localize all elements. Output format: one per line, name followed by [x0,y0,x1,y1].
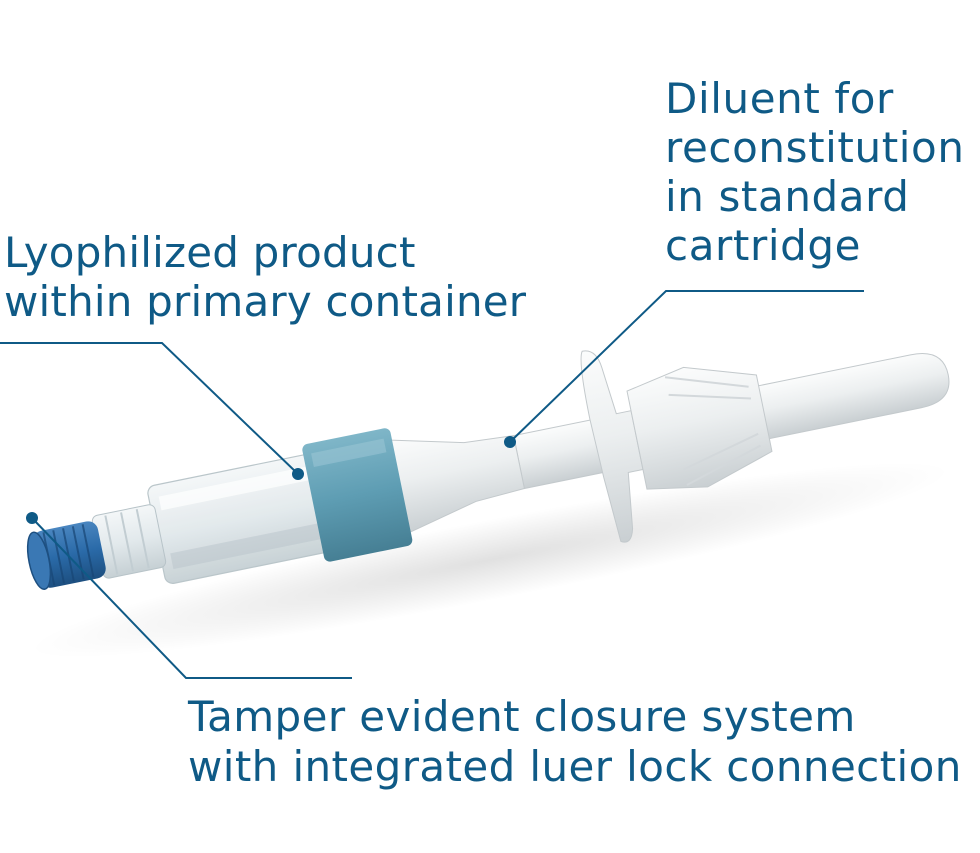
callout-lyophilized-line: Lyophilized product [4,228,416,277]
leader-line-diluent [509,290,864,443]
callout-lyophilized-line: within primary container [4,277,527,326]
callout-diluent-line: reconstitution [665,123,965,172]
leader-lines [0,290,864,679]
callout-lyophilized: Lyophilized product within primary conta… [4,228,526,326]
leader-dot-lyophilized [292,468,304,480]
leader-line-closure [31,517,352,679]
leader-dot-closure [26,512,38,524]
syringe-assembly [26,350,950,590]
leader-line-lyophilized [0,342,299,475]
callout-diluent-line: Diluent for [665,74,894,123]
callout-diluent-line: in standard [665,172,910,221]
callout-diluent: Diluent for reconstitution in standard c… [665,74,965,270]
callout-closure: Tamper evident closure system with integ… [188,692,962,792]
callout-diluent-line: cartridge [665,221,862,270]
callout-closure-line: Tamper evident closure system [188,692,856,741]
callout-closure-line: with integrated luer lock connection [188,742,962,791]
leader-dot-diluent [504,436,516,448]
